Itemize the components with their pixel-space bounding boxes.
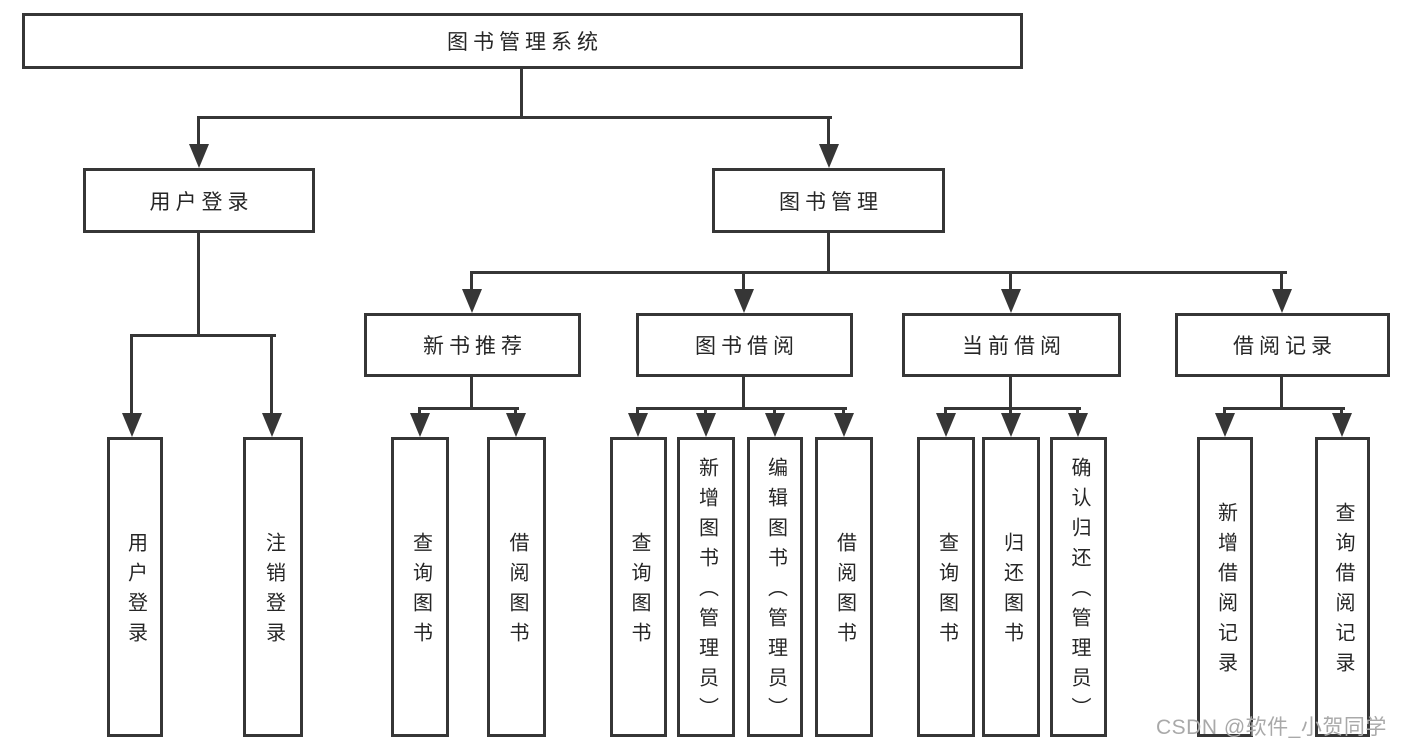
connector-line: [704, 407, 707, 418]
node-book-management-label: 图书管理: [779, 190, 883, 214]
connector-line: [842, 407, 845, 418]
node-user-login: 用户登录: [83, 168, 315, 233]
leaf-return-book: 归还图书: [982, 437, 1040, 737]
connector-arrow: [819, 144, 839, 168]
connector-arrow: [936, 413, 956, 437]
connector-line: [514, 407, 517, 418]
node-borrow-records: 借阅记录: [1175, 313, 1390, 377]
leaf-confirm-return-admin: 确认归还（管理员）: [1050, 437, 1107, 737]
leaf-borrow-query-books-label: 查询图书: [628, 532, 650, 652]
connector-arrow: [1332, 413, 1352, 437]
node-current-borrow-label: 当前借阅: [962, 335, 1066, 358]
leaf-user-login-label: 用户登录: [124, 532, 147, 652]
connector-line: [130, 334, 133, 418]
connector-line: [470, 271, 473, 292]
leaf-borrow-query-books: 查询图书: [610, 437, 667, 737]
connector-line: [1280, 271, 1283, 292]
leaf-query-borrow-record: 查询借阅记录: [1315, 437, 1370, 737]
connector-line: [636, 407, 847, 410]
connector-line: [197, 233, 200, 337]
leaf-add-borrow-record: 新增借阅记录: [1197, 437, 1253, 737]
connector-line: [944, 407, 947, 418]
leaf-recommend-borrow-books: 借阅图书: [487, 437, 546, 737]
connector-arrow: [189, 144, 209, 168]
connector-line: [1009, 377, 1012, 410]
connector-line: [1009, 271, 1012, 292]
connector-arrow: [696, 413, 716, 437]
connector-arrow: [462, 289, 482, 313]
connector-line: [1076, 407, 1079, 418]
connector-line: [470, 271, 1287, 274]
connector-line: [1223, 407, 1226, 418]
connector-line: [270, 334, 273, 418]
node-new-book-recommend-label: 新书推荐: [423, 335, 527, 358]
leaf-borrow-borrow-books: 借阅图书: [815, 437, 873, 737]
connector-arrow: [122, 413, 142, 437]
connector-arrow: [1001, 289, 1021, 313]
connector-line: [1009, 407, 1012, 418]
leaf-borrow-borrow-books-label: 借阅图书: [833, 532, 856, 652]
node-user-login-label: 用户登录: [149, 190, 254, 214]
node-book-borrow: 图书借阅: [636, 313, 853, 377]
connector-arrow: [1215, 413, 1235, 437]
connector-arrow: [834, 413, 854, 437]
leaf-user-login: 用户登录: [107, 437, 163, 737]
leaf-logout: 注销登录: [243, 437, 303, 737]
node-root-label: 图书管理系统: [447, 31, 603, 54]
connector-arrow: [734, 289, 754, 313]
connector-arrow: [628, 413, 648, 437]
leaf-add-book-admin: 新增图书（管理员）: [677, 437, 735, 737]
leaf-current-query-books: 查询图书: [917, 437, 975, 737]
leaf-edit-book-admin-label: 编辑图书（管理员）: [764, 457, 787, 727]
connector-line: [197, 116, 200, 152]
connector-arrow: [506, 413, 526, 437]
leaf-query-borrow-record-label: 查询借阅记录: [1332, 502, 1354, 682]
node-book-borrow-label: 图书借阅: [695, 335, 799, 358]
connector-line: [418, 407, 421, 418]
leaf-recommend-query-books: 查询图书: [391, 437, 449, 737]
connector-line: [827, 116, 830, 152]
connector-arrow: [410, 413, 430, 437]
connector-line: [1280, 377, 1283, 410]
connector-line: [131, 334, 276, 337]
connector-arrow: [262, 413, 282, 437]
leaf-recommend-borrow-books-label: 借阅图书: [506, 532, 528, 652]
connector-line: [197, 116, 832, 119]
leaf-edit-book-admin: 编辑图书（管理员）: [747, 437, 803, 737]
connector-line: [1340, 407, 1343, 418]
connector-line: [520, 68, 523, 117]
watermark: CSDN @软件_小贺同学: [1156, 716, 1387, 739]
connector-line: [636, 407, 639, 418]
node-new-book-recommend: 新书推荐: [364, 313, 581, 377]
node-book-management: 图书管理: [712, 168, 945, 233]
connector-arrow: [765, 413, 785, 437]
connector-line: [418, 407, 519, 410]
leaf-recommend-query-books-label: 查询图书: [409, 532, 432, 652]
connector-line: [1223, 407, 1345, 410]
connector-line: [470, 377, 473, 410]
connector-line: [827, 233, 830, 274]
node-root: 图书管理系统: [22, 13, 1023, 69]
leaf-confirm-return-admin-label: 确认归还（管理员）: [1068, 457, 1090, 727]
leaf-add-borrow-record-label: 新增借阅记录: [1214, 502, 1237, 682]
connector-line: [944, 407, 1081, 410]
node-borrow-records-label: 借阅记录: [1233, 335, 1337, 358]
leaf-current-query-books-label: 查询图书: [935, 532, 958, 652]
leaf-logout-label: 注销登录: [262, 532, 285, 652]
leaf-add-book-admin-label: 新增图书（管理员）: [695, 457, 718, 727]
connector-arrow: [1272, 289, 1292, 313]
connector-arrow: [1068, 413, 1088, 437]
connector-arrow: [1001, 413, 1021, 437]
connector-line: [773, 407, 776, 418]
connector-line: [742, 377, 745, 410]
node-current-borrow: 当前借阅: [902, 313, 1121, 377]
connector-line: [742, 271, 745, 292]
leaf-return-book-label: 归还图书: [1000, 532, 1023, 652]
